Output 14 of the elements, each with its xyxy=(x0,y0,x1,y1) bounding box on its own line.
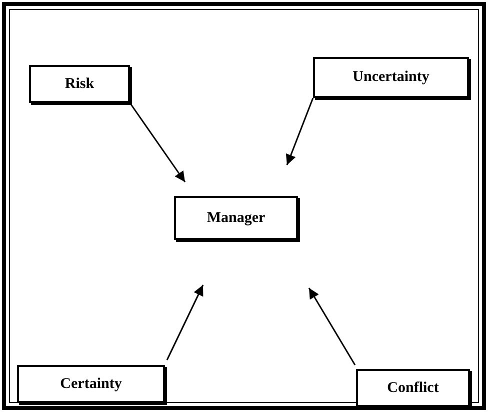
process-box xyxy=(313,57,469,98)
box-label: Manager xyxy=(206,210,266,226)
box-label: Risk xyxy=(64,76,94,92)
box-label: Conflict xyxy=(387,380,439,396)
arrow xyxy=(166,284,204,360)
box-label: Uncertainty xyxy=(352,69,430,86)
process-box xyxy=(356,369,470,407)
arrow xyxy=(308,288,356,366)
arrow xyxy=(129,102,186,182)
process-box xyxy=(29,65,130,103)
process-box xyxy=(174,196,298,240)
arrow xyxy=(286,98,314,166)
process-box xyxy=(17,365,165,403)
box-label: Certainty xyxy=(60,376,122,392)
